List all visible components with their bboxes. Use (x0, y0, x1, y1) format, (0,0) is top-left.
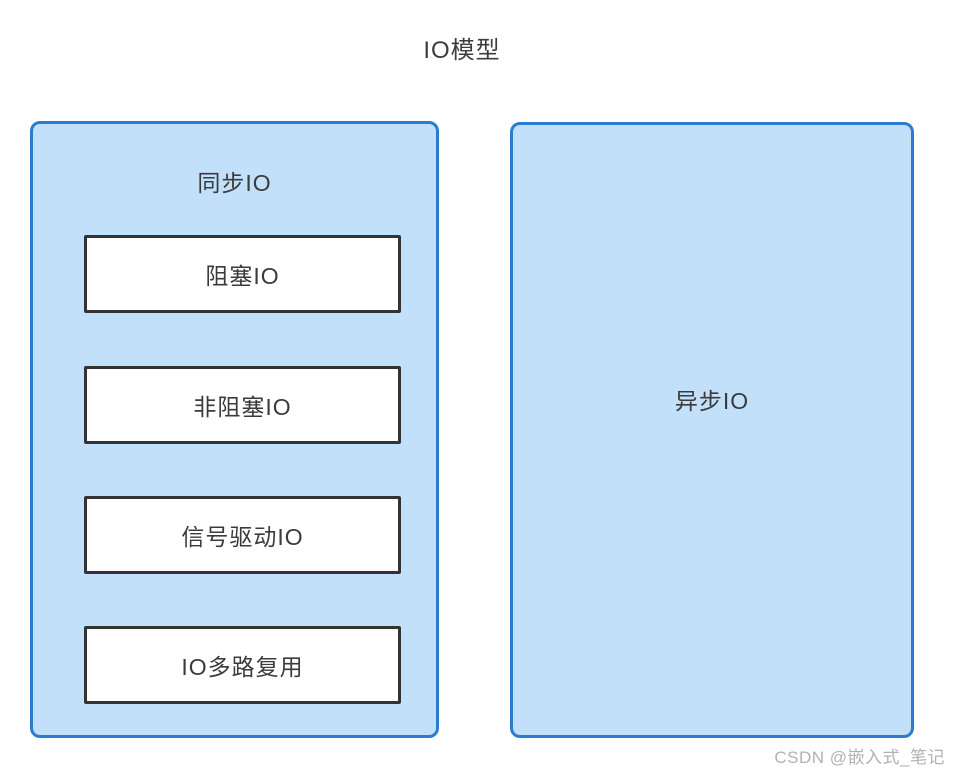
csdn-watermark: CSDN @嵌入式_笔记 (774, 748, 945, 767)
async-io-group-label: 异步IO (674, 388, 750, 414)
async-io-group-box: 异步IO (510, 122, 914, 738)
blocking-io-box: 阻塞IO (84, 235, 401, 313)
sync-io-group-label: 同步IO (197, 170, 272, 196)
sync-io-group-box: 同步IO 阻塞IO 非阻塞IO 信号驱动IO IO多路复用 (30, 121, 439, 738)
signal-driven-io-box: 信号驱动IO (84, 496, 401, 574)
diagram-title: IO模型 (423, 37, 501, 64)
nonblocking-io-box: 非阻塞IO (84, 366, 401, 444)
io-multiplexing-box: IO多路复用 (84, 626, 401, 704)
